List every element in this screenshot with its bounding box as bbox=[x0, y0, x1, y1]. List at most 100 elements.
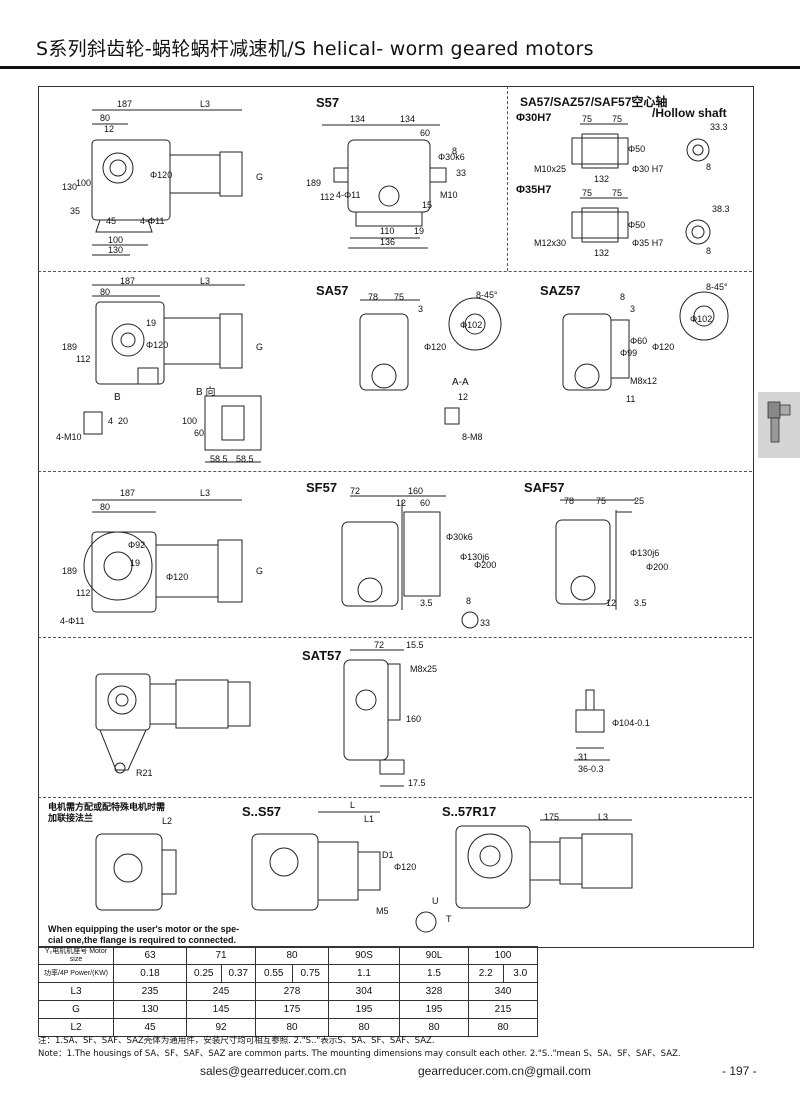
dim-label: Φ120 bbox=[146, 340, 168, 350]
section-divider bbox=[38, 797, 752, 798]
adapter-57r17-view bbox=[455, 819, 633, 909]
footer-email-gmail[interactable]: gearreducer.com.cn@gmail.com bbox=[418, 1064, 591, 1078]
s57-front-view bbox=[322, 124, 447, 249]
table-row: L3 235 245 278 304 328 340 bbox=[38, 982, 779, 1001]
dim-label: L3 bbox=[598, 812, 608, 822]
dim-label: 130 bbox=[108, 245, 123, 255]
dim-label: M5 bbox=[376, 906, 389, 916]
table-cell: 80 bbox=[255, 1018, 329, 1037]
table-cell: 92 bbox=[186, 1018, 256, 1037]
dim-label: 38.3 bbox=[712, 204, 730, 214]
table-row: Y₂电机机座号 Motor size 63 71 80 90S 90L 100 bbox=[38, 946, 778, 965]
dim-label: 12 bbox=[104, 124, 114, 134]
s57-side-view bbox=[91, 109, 243, 256]
dim-label: Φ120 bbox=[394, 862, 416, 872]
table-cell: 304 bbox=[328, 982, 400, 1001]
row-head: G bbox=[38, 1000, 114, 1019]
row-head: L2 bbox=[38, 1018, 114, 1037]
table-cell: 1.5 bbox=[399, 964, 469, 983]
dim-label: 112 bbox=[76, 354, 90, 364]
table-cell: 1.1 bbox=[328, 964, 400, 983]
table-cell: 80 bbox=[255, 946, 329, 965]
dim-label: 72 bbox=[350, 486, 360, 496]
dim-label: Φ120 bbox=[150, 170, 172, 180]
header-rule bbox=[0, 66, 800, 69]
section-divider bbox=[507, 86, 508, 271]
sa57-front-view bbox=[359, 297, 502, 425]
section-label-ss57: S..S57 bbox=[242, 804, 282, 819]
dim-label: 45 bbox=[106, 216, 116, 226]
note-cn: 注：1.SA、SF、SAF、SAZ壳体为通用件，安装尺寸均可相互参照. 2."S… bbox=[38, 1036, 435, 1046]
dim-label: 80 bbox=[100, 287, 110, 297]
dim-label: Φ30k6 bbox=[446, 532, 473, 542]
table-cell: 278 bbox=[255, 982, 329, 1001]
dim-label: 187 bbox=[117, 99, 132, 109]
section-divider bbox=[38, 471, 752, 472]
dim-label: 189 bbox=[306, 178, 321, 188]
table-row: 功率/4P Power/(KW) 0.18 0.25 0.37 0.55 0.7… bbox=[38, 964, 779, 983]
dim-label: 3.5 bbox=[420, 598, 433, 608]
section-label-sf57: SF57 bbox=[306, 480, 338, 495]
table-cell: 71 bbox=[186, 946, 256, 965]
dim-label: 134 bbox=[350, 114, 365, 124]
dim-label: 8-45° bbox=[476, 290, 498, 300]
dim-label: 4-Φ11 bbox=[60, 616, 85, 626]
dim-label: 78 bbox=[368, 292, 378, 302]
dim-label: Φ92 bbox=[128, 540, 145, 550]
dim-label: D1 bbox=[382, 850, 394, 860]
dim-label: 19 bbox=[130, 558, 140, 568]
table-cell: 2.2 bbox=[468, 964, 504, 983]
dim-label: M8x25 bbox=[410, 664, 437, 674]
dim-label: Φ60 bbox=[630, 336, 647, 346]
dim-label: 3.5 bbox=[634, 598, 647, 608]
table-cell: 195 bbox=[328, 1000, 400, 1019]
dim-label: 15 bbox=[422, 200, 432, 210]
dim-label: 189 bbox=[62, 566, 77, 576]
dim-label: Φ30k6 bbox=[438, 152, 465, 162]
label-a-a: A-A bbox=[452, 377, 469, 388]
dim-label: 60 bbox=[194, 428, 204, 438]
motor-note-en-2: cial one,the flange is required to conne… bbox=[48, 935, 237, 945]
footer-email-sales[interactable]: sales@gearreducer.com.cn bbox=[200, 1064, 347, 1078]
saz57-views bbox=[562, 291, 729, 391]
dim-label: 33.3 bbox=[710, 122, 728, 132]
dim-label: 4-Φ11 bbox=[140, 216, 165, 226]
row-head: L3 bbox=[38, 982, 114, 1001]
motor-spec-table: Y₂电机机座号 Motor size 63 71 80 90S 90L 100 … bbox=[38, 946, 778, 1037]
dim-label: G bbox=[256, 342, 263, 352]
row-head: 功率/4P Power/(KW) bbox=[38, 964, 114, 983]
dim-label: Φ130j6 bbox=[460, 552, 489, 562]
section-divider bbox=[38, 271, 752, 272]
dim-label: L1 bbox=[364, 814, 374, 824]
dim-label: 33 bbox=[456, 168, 466, 178]
dim-label: 8 bbox=[452, 146, 457, 156]
dim-label: 58.5 bbox=[210, 454, 228, 464]
dim-label: 80 bbox=[100, 502, 110, 512]
dim-label: 12 bbox=[396, 498, 406, 508]
section-divider bbox=[38, 637, 752, 638]
dim-label: 20 bbox=[118, 416, 128, 426]
dim-label: M12x30 bbox=[534, 238, 566, 248]
table-cell: 80 bbox=[399, 1018, 469, 1037]
sf57-front-view bbox=[341, 495, 479, 629]
torque-arm-detail bbox=[574, 689, 610, 761]
dim-label: 11 bbox=[626, 394, 635, 404]
dim-label: 160 bbox=[408, 486, 423, 496]
section-label-sat57: SAT57 bbox=[302, 648, 342, 663]
sat57-side-view bbox=[95, 673, 251, 774]
dim-label: 4-M10 bbox=[56, 432, 82, 442]
sat57-front-view bbox=[343, 649, 405, 787]
dim-label: L3 bbox=[200, 276, 210, 286]
dim-label: 8 bbox=[706, 246, 711, 256]
table-cell: 90L bbox=[399, 946, 469, 965]
dim-label: 8 bbox=[620, 292, 625, 302]
dim-label: 112 bbox=[320, 192, 334, 202]
dim-label: 60 bbox=[420, 498, 430, 508]
section-label-saz57: SAZ57 bbox=[540, 283, 581, 298]
section-label-sa57: SA57 bbox=[316, 283, 349, 298]
dim-label: M10x25 bbox=[534, 164, 566, 174]
label-phi30: Φ30H7 bbox=[516, 112, 552, 124]
section-label-saf57: SAF57 bbox=[524, 480, 565, 495]
table-cell: 145 bbox=[186, 1000, 256, 1019]
dim-label: 136 bbox=[380, 237, 395, 247]
